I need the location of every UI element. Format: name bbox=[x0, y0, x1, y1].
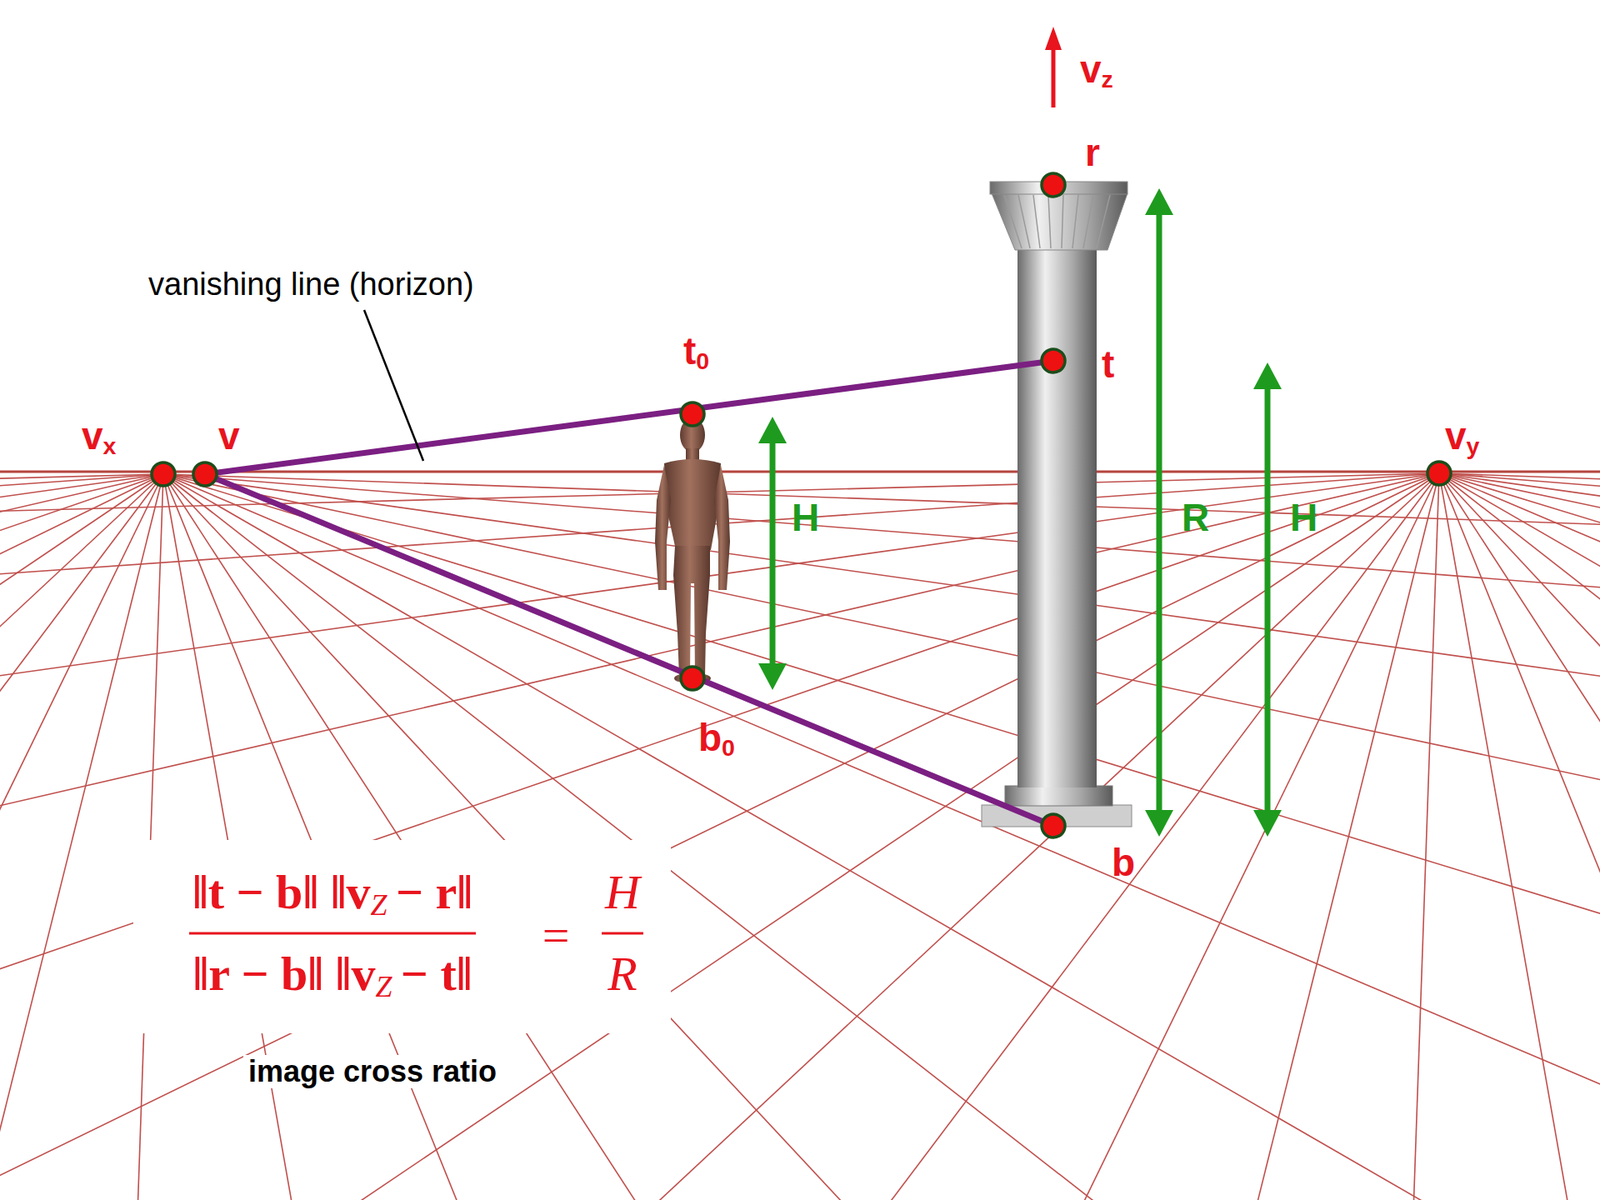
height-label: H bbox=[791, 498, 820, 537]
callout-text: vanishing line (horizon) bbox=[148, 268, 475, 300]
fraction-bar bbox=[189, 932, 476, 935]
height-arrows bbox=[758, 188, 1282, 837]
point-marker bbox=[193, 462, 217, 486]
grid-line bbox=[0, 474, 164, 1200]
grid-line bbox=[163, 474, 1600, 1168]
grid-line bbox=[1439, 473, 1600, 1200]
point-label: vz bbox=[1080, 50, 1114, 89]
point-marker bbox=[151, 462, 175, 486]
point-label-text: v bbox=[1080, 50, 1102, 89]
callout-text-text: vanishing line (horizon) bbox=[148, 268, 475, 300]
grid-line bbox=[1322, 473, 1440, 1200]
point-label: v bbox=[218, 416, 240, 455]
grid-line bbox=[1439, 473, 1600, 1200]
fraction-bars bbox=[189, 933, 644, 935]
point-marker bbox=[1427, 461, 1451, 485]
leader-line bbox=[364, 310, 424, 461]
formula-denominator-text: − t‖ bbox=[400, 950, 473, 999]
point-marker bbox=[1041, 349, 1065, 373]
point-label-text: v bbox=[1445, 416, 1467, 455]
point-label: vy bbox=[1445, 416, 1480, 455]
point-marker bbox=[680, 402, 705, 426]
equals-sign: = bbox=[542, 911, 570, 960]
point-marker bbox=[1041, 173, 1065, 197]
top-line bbox=[205, 360, 1054, 475]
subscript: 0 bbox=[695, 349, 710, 374]
formula-denominator-text: R bbox=[607, 950, 637, 999]
subscript: 0 bbox=[721, 735, 735, 760]
subscript: Z bbox=[370, 890, 388, 921]
bottom-line bbox=[205, 474, 1054, 826]
grid-line bbox=[0, 474, 164, 1200]
point-label-text: r bbox=[1085, 133, 1100, 172]
height-label-text: R bbox=[1181, 498, 1210, 537]
point-label-text: t bbox=[1101, 345, 1115, 384]
grid-line bbox=[163, 474, 1600, 1200]
grid-line bbox=[1439, 473, 1600, 1200]
grid-line bbox=[1439, 473, 1600, 938]
grid-line bbox=[1439, 473, 1600, 1200]
grid-line bbox=[1439, 473, 1600, 1200]
formula-denominator: R bbox=[607, 950, 637, 999]
grid-line bbox=[163, 474, 1600, 1200]
point-label-text: b bbox=[698, 718, 722, 757]
formula-ground bbox=[133, 840, 671, 1034]
formula-denominator-text: ‖r − b‖ ‖v bbox=[192, 950, 375, 999]
point-label-text: v bbox=[218, 416, 240, 455]
point-marker bbox=[680, 666, 705, 690]
formula-numerator-text: H bbox=[605, 868, 640, 917]
caption-text: image cross ratio bbox=[243, 1055, 502, 1089]
grid-line bbox=[1439, 473, 1600, 1200]
subscript: y bbox=[1466, 434, 1480, 459]
point-label: t0 bbox=[683, 331, 710, 370]
grid-line bbox=[163, 474, 1600, 1200]
grid-line bbox=[0, 474, 164, 1200]
equals-sign-text: = bbox=[542, 911, 570, 960]
formula-numerator-text: − r‖ bbox=[395, 868, 473, 917]
formula-numerator: H bbox=[605, 868, 640, 917]
point-label: r bbox=[1085, 133, 1100, 172]
formula-denominator: ‖r − b‖ ‖vZ− t‖ bbox=[192, 950, 472, 999]
grid-line bbox=[0, 474, 164, 1200]
fraction-bar bbox=[601, 932, 644, 935]
grid-line bbox=[46, 474, 164, 1200]
formula-numerator: ‖t − b‖ ‖vZ− r‖ bbox=[192, 868, 473, 917]
point-label-text: b bbox=[1111, 843, 1135, 882]
subscript: x bbox=[103, 434, 117, 459]
point-label-text: v bbox=[81, 416, 104, 455]
grid-line bbox=[163, 474, 1600, 1200]
grid-line bbox=[0, 474, 164, 562]
point-label: t bbox=[1101, 345, 1115, 384]
grid-line bbox=[1439, 473, 1600, 1200]
grid-line bbox=[1439, 473, 1600, 1200]
height-label-text: H bbox=[1290, 498, 1318, 537]
subscript: z bbox=[1101, 67, 1114, 92]
height-label: H bbox=[1290, 498, 1318, 537]
height-label-text: H bbox=[791, 498, 820, 537]
vertical-direction-arrow bbox=[1045, 26, 1062, 108]
human-figure bbox=[655, 417, 730, 683]
grid-line bbox=[163, 474, 1600, 1200]
grid-line bbox=[0, 474, 164, 1200]
point-marker bbox=[1041, 814, 1065, 838]
grid-line bbox=[0, 474, 164, 1200]
subscript: Z bbox=[375, 972, 392, 1003]
grid-line bbox=[1439, 473, 1600, 735]
point-label-text: t bbox=[683, 331, 696, 370]
height-label: R bbox=[1181, 498, 1210, 537]
formula-numerator-text: ‖t − b‖ ‖v bbox=[192, 868, 371, 917]
caption-text-text: image cross ratio bbox=[248, 1056, 497, 1087]
grid-line bbox=[163, 474, 1600, 736]
point-label: b0 bbox=[698, 718, 735, 757]
grid-line bbox=[163, 474, 1600, 1200]
grid-line bbox=[1439, 473, 1600, 1167]
column bbox=[981, 181, 1132, 827]
point-label: b bbox=[1111, 843, 1135, 882]
ground-grid bbox=[0, 473, 1600, 1200]
point-label: vx bbox=[81, 416, 116, 455]
grid-line bbox=[163, 474, 1412, 1200]
